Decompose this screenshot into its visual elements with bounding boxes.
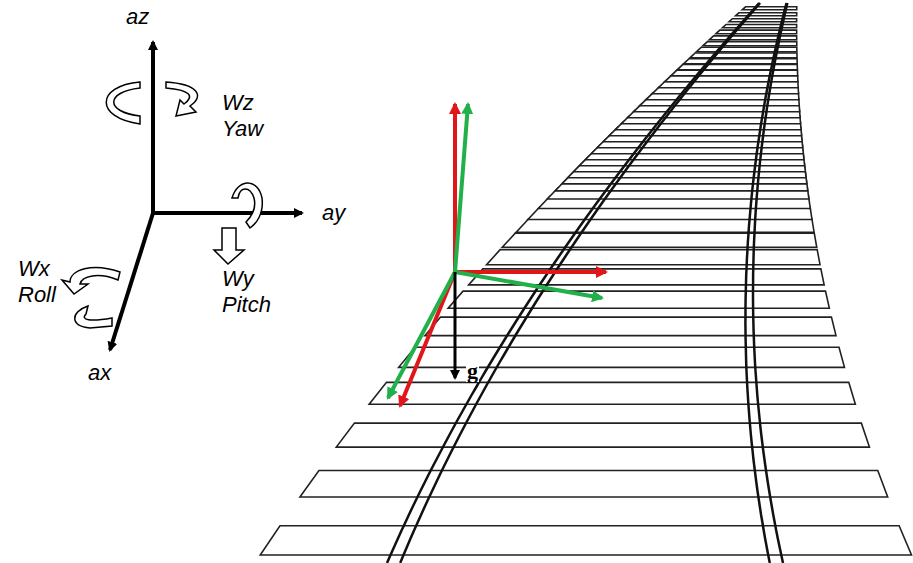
sleeper <box>703 42 797 46</box>
sleeper <box>671 70 798 76</box>
sleeper <box>696 47 796 52</box>
axis-label: Yaw <box>222 118 263 140</box>
sleeper <box>516 219 814 232</box>
axis-label: Roll <box>18 284 56 306</box>
sleeper <box>425 317 836 335</box>
rail <box>745 3 786 563</box>
sleeper <box>716 30 797 34</box>
rail <box>400 3 760 563</box>
sleeper <box>690 53 797 58</box>
sleeper <box>260 526 911 555</box>
axis-label: az <box>126 6 149 28</box>
sleeper <box>502 233 816 247</box>
railway-track <box>260 3 911 563</box>
sleeper <box>677 64 797 69</box>
sleeper <box>709 36 796 40</box>
frame-axes <box>388 104 606 406</box>
rail <box>753 3 787 563</box>
sleeper <box>722 24 796 27</box>
axis-label: Wz <box>222 92 254 114</box>
sleeper <box>665 76 798 82</box>
gravity-label: g <box>466 360 479 382</box>
axis-label: ay <box>322 202 345 224</box>
axis-label: Wy <box>222 268 254 290</box>
sleeper <box>487 250 820 265</box>
rotation-arrows <box>62 82 262 328</box>
axis-label: Wx <box>18 258 50 280</box>
axis-label: Pitch <box>222 294 271 316</box>
sleeper <box>729 19 797 22</box>
rail <box>387 3 759 563</box>
axis-label: ax <box>88 362 111 384</box>
sleeper <box>300 471 888 497</box>
sleeper <box>336 423 869 447</box>
sleeper <box>448 291 829 308</box>
sleeper <box>742 7 797 10</box>
sleeper <box>369 382 855 404</box>
sleeper <box>684 59 798 64</box>
sleeper <box>736 13 797 16</box>
